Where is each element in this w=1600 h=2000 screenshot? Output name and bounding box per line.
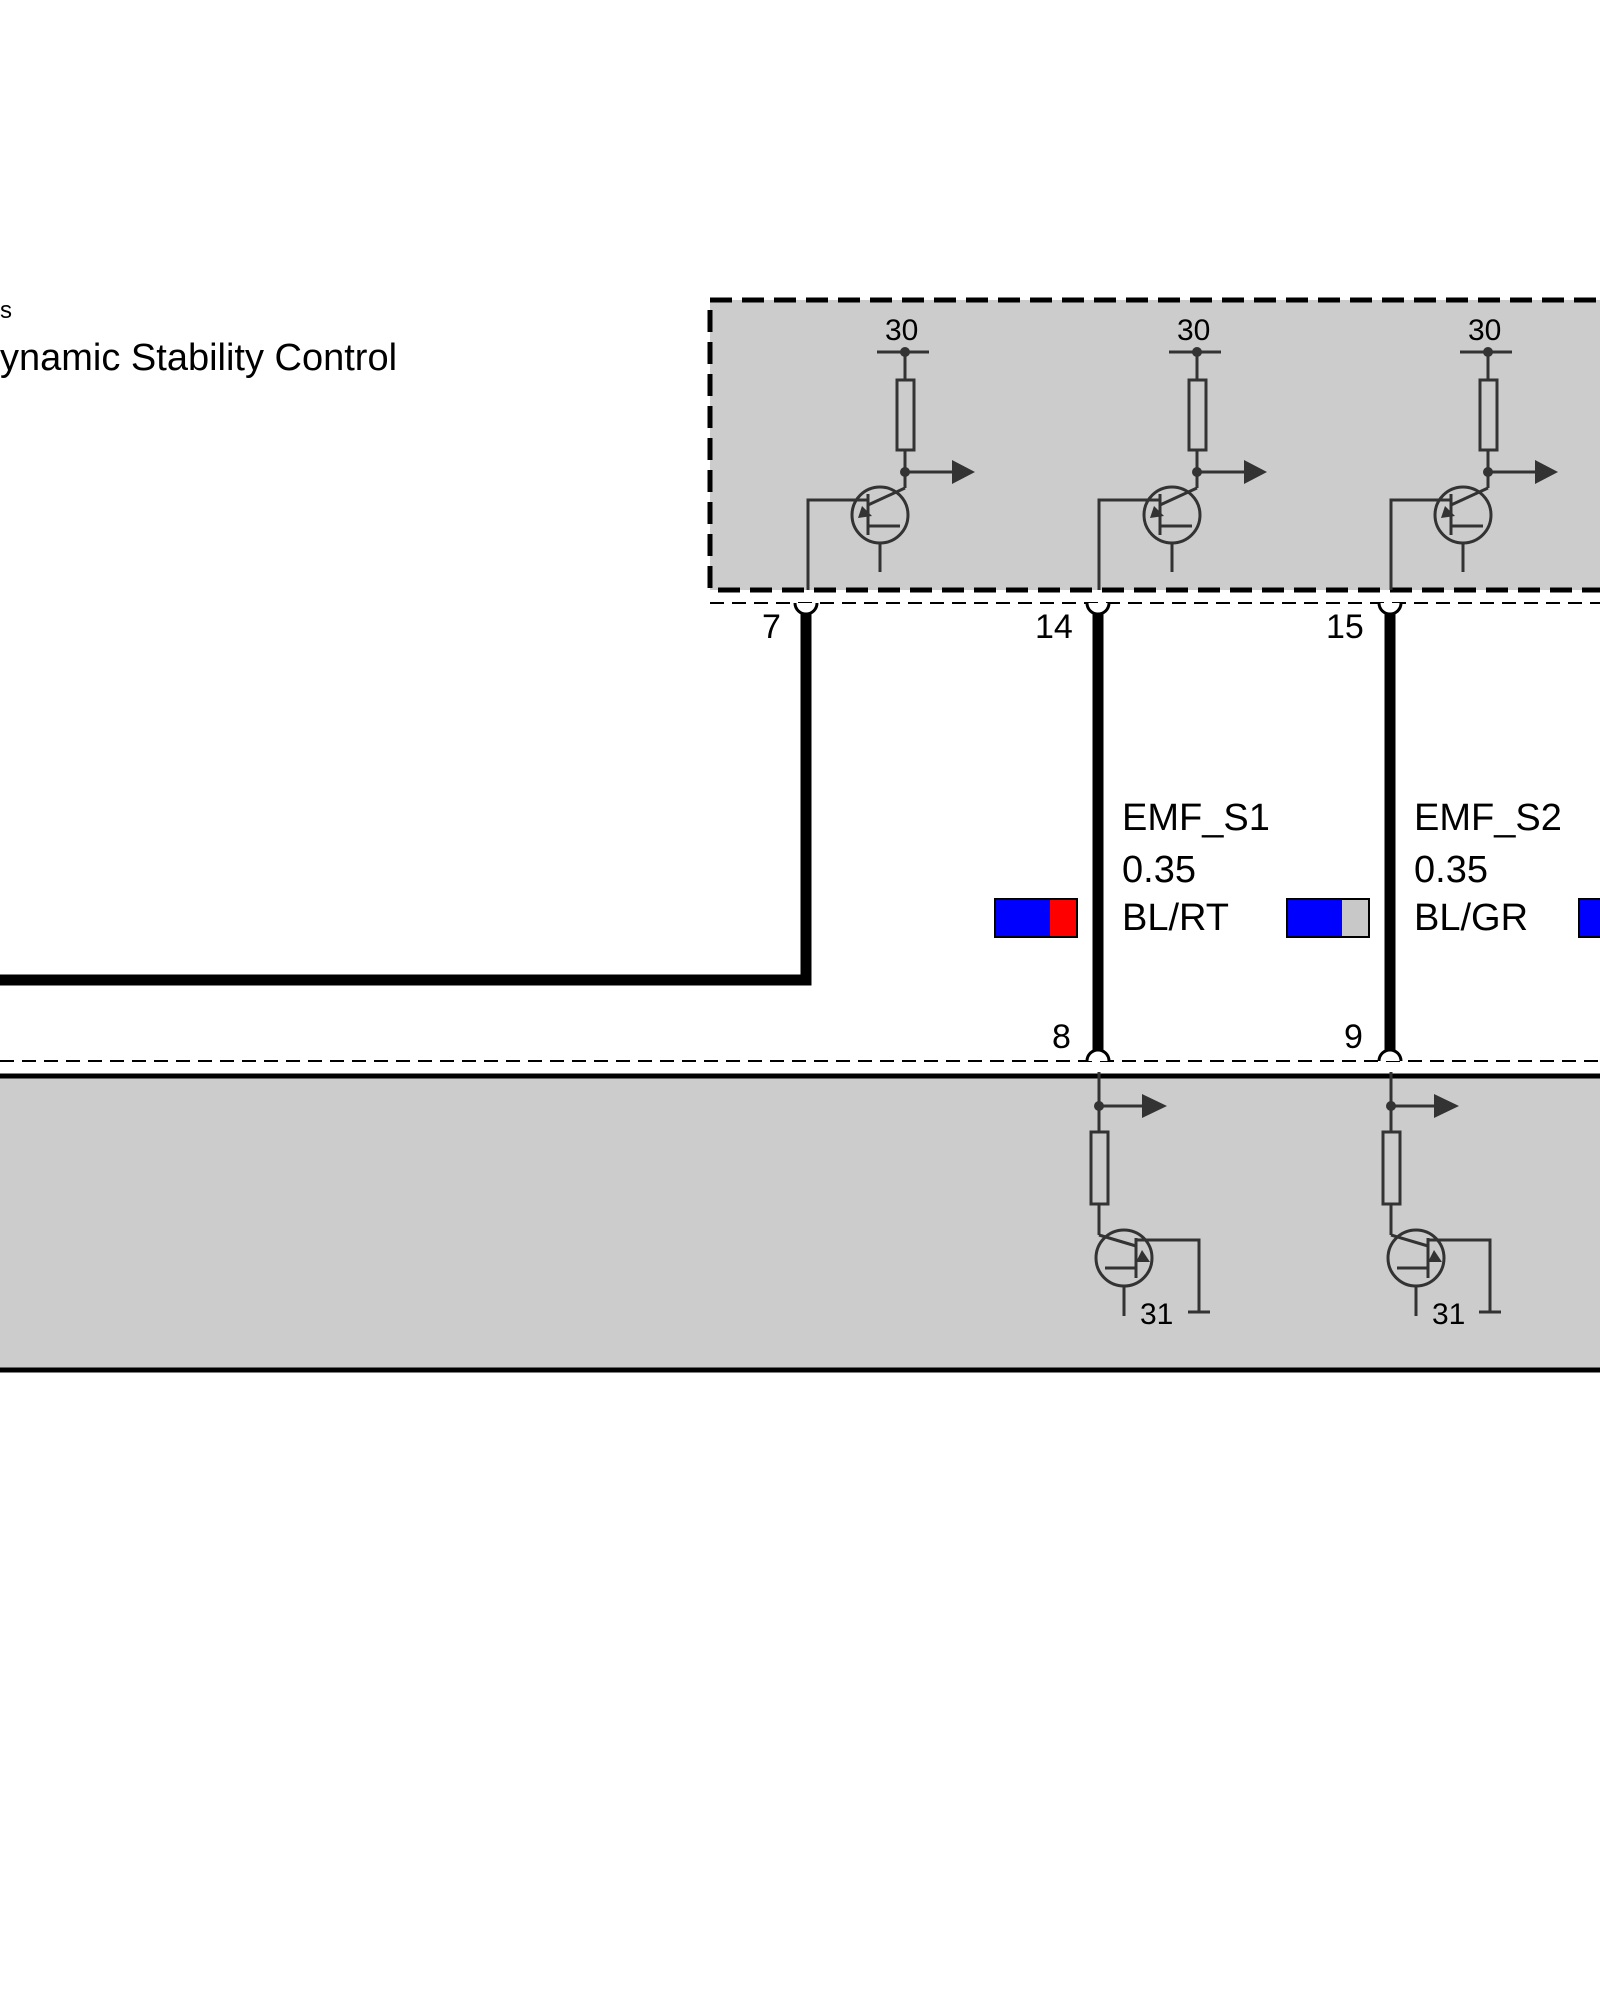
pin-cup-8 (1085, 1048, 1111, 1062)
emitter-arrow-icon (858, 506, 872, 518)
wire-gauge-label: 0.35 (1414, 849, 1488, 891)
wire-gauge-label: 0.35 (1122, 849, 1196, 891)
pin-cup-9 (1377, 1048, 1403, 1062)
pin-number: 9 (1344, 1018, 1363, 1056)
output-arrow-icon (1142, 1094, 1167, 1118)
supply-label: 30 (1468, 314, 1501, 347)
supply-junction-dot (1192, 347, 1202, 357)
module-name-fragment: s (0, 297, 12, 324)
bottom-receiver-stage-pin9 (1381, 1072, 1501, 1316)
input-junction-dot (1094, 1101, 1104, 1111)
output-arrow-icon (1434, 1094, 1459, 1118)
emitter-arrow-icon (1136, 1250, 1150, 1262)
wire-pin7 (0, 603, 812, 986)
swatch-secondary (1050, 899, 1077, 937)
pin-number: 7 (762, 608, 781, 646)
pin-cup-15 (1377, 602, 1403, 616)
output-junction-dot (1192, 467, 1202, 477)
wire-color-label: BL/GR (1414, 897, 1528, 939)
top-module-box (707, 297, 1600, 593)
pin-number: 15 (1326, 608, 1364, 646)
bottom-receiver-stage-pin8 (1089, 1072, 1210, 1316)
wire-signal-label: EMF_S2 (1414, 797, 1562, 839)
top-driver-stage-pin14 (1097, 350, 1247, 590)
partial-wire-color-swatch (1578, 898, 1600, 938)
output-junction-dot (900, 467, 910, 477)
swatch-secondary (1342, 899, 1369, 937)
pin-number: 14 (1035, 608, 1073, 646)
wire-color-swatch (1286, 898, 1370, 938)
output-arrow-icon (1535, 460, 1558, 484)
emitter-arrow-icon (1428, 1250, 1442, 1262)
ground-label: 31 (1140, 1298, 1173, 1331)
pin-number: 8 (1052, 1018, 1071, 1056)
wire-color-swatch (994, 898, 1078, 938)
ground-label: 31 (1432, 1298, 1465, 1331)
swatch-primary (1287, 899, 1342, 937)
emitter-arrow-icon (1441, 506, 1455, 518)
swatch-primary (995, 899, 1050, 937)
wire-color-label: BL/RT (1122, 897, 1229, 939)
wire-signal-label: EMF_S1 (1122, 797, 1270, 839)
emitter-arrow-icon (1150, 506, 1164, 518)
output-junction-dot (1483, 467, 1493, 477)
supply-label: 30 (885, 314, 918, 347)
output-arrow-icon (952, 460, 975, 484)
supply-label: 30 (1177, 314, 1210, 347)
pin-cup-7 (793, 602, 819, 616)
bottom-module-box (0, 1073, 1600, 1373)
supply-junction-dot (1483, 347, 1493, 357)
top-driver-stage-pin15 (1389, 350, 1538, 590)
output-arrow-icon (1244, 460, 1267, 484)
supply-junction-dot (900, 347, 910, 357)
pin-cup-14 (1085, 602, 1111, 616)
input-junction-dot (1386, 1101, 1396, 1111)
module-title: ynamic Stability Control (0, 337, 397, 379)
